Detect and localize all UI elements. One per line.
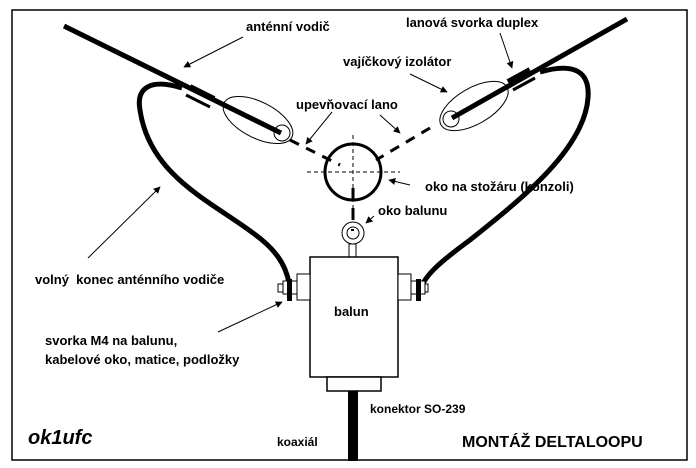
mast-eye (307, 135, 400, 210)
label-mounting-rope: upevňovací lano (296, 97, 398, 112)
arrow-terminal (217, 301, 283, 333)
diagram-title: MONTÁŽ DELTALOOPU (462, 432, 643, 451)
left-free-end-wire (136, 81, 293, 291)
balun-body (309, 256, 399, 378)
left-rope-clamp (185, 84, 216, 109)
label-terminal-line1: svorka M4 na balunu, (45, 333, 177, 348)
right-terminal (397, 273, 429, 301)
arrow-balun-eye (365, 215, 375, 224)
coax-cable (348, 391, 358, 461)
signature: ok1ufc (28, 427, 92, 449)
label-terminal-line2: kabelové oko, matice, podložky (45, 352, 240, 367)
arrow-mast-eye (388, 178, 411, 186)
label-coax: koaxiál (277, 435, 318, 449)
right-egg-insulator (439, 80, 509, 132)
label-connector: konektor SO-239 (370, 402, 466, 416)
right-rope-clamp (506, 67, 536, 92)
arrow-egg-insulator (409, 73, 448, 93)
right-antenna-wire (450, 16, 629, 121)
label-rope-clamp: lanová svorka duplex (406, 15, 539, 30)
left-terminal (277, 273, 311, 301)
balun-connector-base (326, 376, 382, 392)
right-mounting-rope (375, 126, 431, 162)
arrow-free-end (87, 186, 161, 259)
label-antenna-wire: anténní vodič (246, 19, 330, 34)
right-free-end-wire (417, 65, 591, 291)
left-antenna-wire (62, 23, 283, 136)
label-balun-eye: oko balunu (378, 203, 447, 218)
label-egg-insulator: vajíčkový izolátor (343, 54, 451, 69)
arrow-rope-right (379, 114, 401, 134)
label-free-end: volný konec anténního vodiče (35, 272, 224, 287)
arrow-antenna-wire (183, 36, 244, 68)
arrow-rope-left (305, 111, 333, 145)
label-balun: balun (334, 304, 369, 319)
arrow-rope-clamp (499, 32, 514, 69)
left-mounting-rope (289, 138, 341, 167)
label-mast-eye: oko na stožáru (konzoli) (425, 179, 574, 194)
left-egg-insulator (222, 95, 294, 145)
balun-eye (341, 221, 365, 258)
